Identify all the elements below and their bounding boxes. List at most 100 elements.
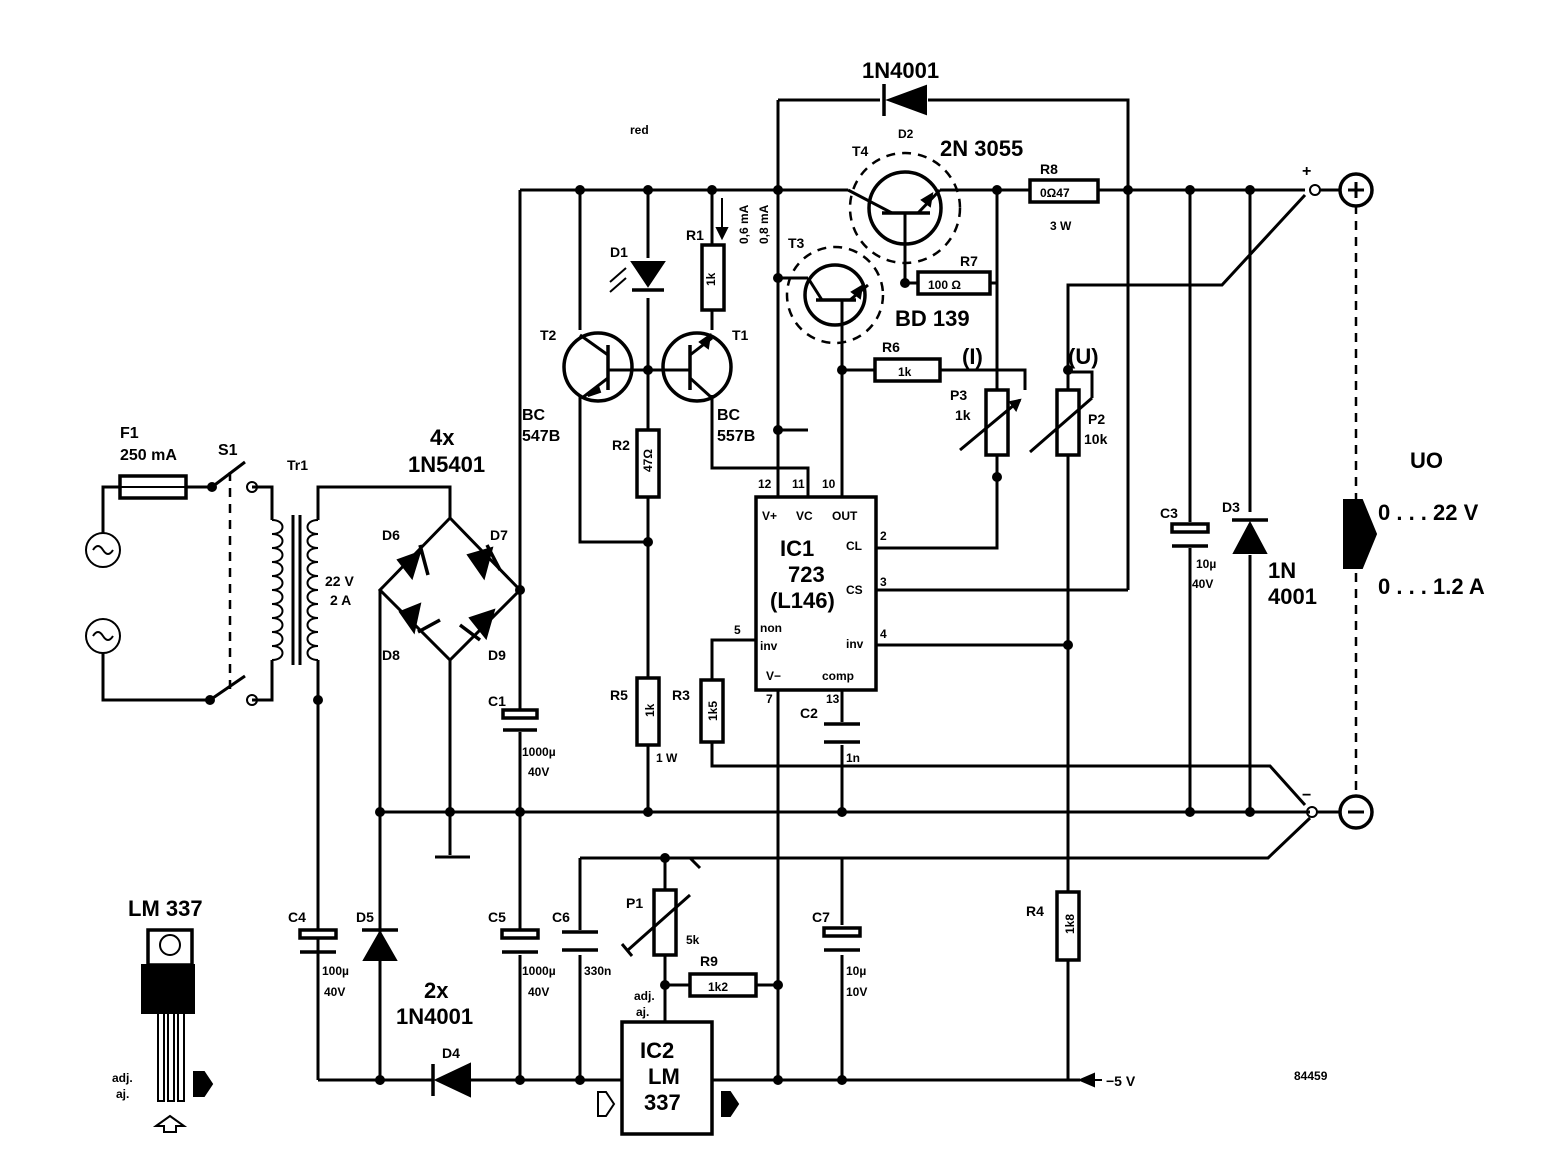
bridge-part: 1N5401	[408, 452, 485, 477]
d45-count: 2x	[424, 978, 449, 1003]
ic1-723	[754, 495, 878, 692]
r2-ref: R2	[612, 437, 630, 453]
current-note-b: 0,8 mA	[757, 204, 771, 244]
r1-ref: R1	[686, 227, 704, 243]
c1-ref: C1	[488, 693, 506, 709]
c2-value: 1n	[846, 751, 860, 765]
r7-ref: R7	[960, 253, 978, 269]
transistor-t4	[847, 151, 962, 265]
d1-ref: D1	[610, 244, 628, 260]
t2-part1: BC	[522, 407, 546, 424]
ic1-pin11: 11	[792, 477, 805, 491]
output-label: UO	[1410, 448, 1443, 473]
ic1-pin10: 10	[822, 477, 836, 491]
figure-number: 84459	[1294, 1069, 1328, 1083]
potentiometer-p2	[1029, 370, 1094, 457]
resistor-r9	[688, 972, 758, 998]
resistor-r3	[699, 678, 725, 744]
fuse-value: 250 mA	[120, 447, 177, 464]
wiring	[101, 98, 1358, 1082]
output-plus-terminal	[1309, 172, 1374, 208]
mains-source-top	[85, 532, 121, 568]
led-d1	[609, 261, 666, 293]
t1-part2: 557B	[717, 428, 755, 445]
p2-label: (U)	[1068, 344, 1099, 369]
ic1-comp: comp	[822, 669, 854, 683]
c2-ref: C2	[800, 705, 818, 721]
t4-ref: T4	[852, 143, 869, 159]
r8-ref: R8	[1040, 161, 1058, 177]
capacitor-c4	[298, 928, 338, 954]
r2-value: 47Ω	[641, 449, 655, 472]
t1-ref: T1	[732, 327, 749, 343]
ic2-part1: LM	[648, 1064, 680, 1089]
resistor-r1	[700, 243, 726, 312]
c6-ref: C6	[552, 909, 570, 925]
output-arrow-icon	[1343, 499, 1378, 569]
ic1-vc: VC	[796, 509, 813, 523]
r4-ref: R4	[1026, 903, 1044, 919]
r7-value: 100 Ω	[928, 278, 961, 292]
ic1-pin13: 13	[826, 692, 840, 706]
transistor-t1	[661, 331, 733, 403]
d9-label: D9	[488, 647, 506, 663]
t4-part: 2N 3055	[940, 136, 1023, 161]
package-adj2: aj.	[116, 1087, 129, 1101]
capacitor-c3	[1170, 522, 1210, 548]
ic2-adj1: adj.	[634, 989, 655, 1003]
c1-voltage: 40V	[528, 765, 549, 779]
c3-voltage: 40V	[1192, 577, 1213, 591]
ic1-pin3: 3	[880, 575, 887, 589]
minus-sign: −	[1302, 787, 1311, 804]
d3-part2: 4001	[1268, 584, 1317, 609]
c5-voltage: 40V	[528, 985, 549, 999]
p3-ref: P3	[950, 387, 967, 403]
transistor-t2	[562, 331, 634, 403]
diode-d3	[1232, 518, 1268, 554]
ic1-noninv2: inv	[760, 639, 778, 653]
r5-power: 1 W	[656, 751, 678, 765]
d7-label: D7	[490, 527, 508, 543]
capacitor-c6	[562, 930, 598, 952]
d3-part1: 1N	[1268, 558, 1296, 583]
capacitor-c2	[824, 722, 860, 744]
c5-ref: C5	[488, 909, 506, 925]
led-color: red	[630, 123, 649, 137]
ic1-pin5: 5	[734, 623, 741, 637]
t2-part2: 547B	[522, 428, 560, 445]
c4-value: 100µ	[322, 964, 349, 978]
r6-value: 1k	[898, 365, 912, 379]
ic1-inv: inv	[846, 637, 864, 651]
diode-d8	[398, 602, 441, 635]
ic1-part: 723	[788, 562, 825, 587]
potentiometer-p3	[959, 388, 1022, 457]
r4-value: 1k8	[1063, 914, 1077, 934]
r9-ref: R9	[700, 953, 718, 969]
r8-value: 0Ω47	[1040, 186, 1070, 200]
ic1-pin2: 2	[880, 529, 887, 543]
resistor-r5	[635, 676, 661, 747]
ic1-pin4: 4	[880, 627, 887, 641]
plus-sign: +	[1302, 163, 1311, 180]
switch-ref: S1	[218, 442, 238, 459]
ic1-cl: CL	[846, 539, 862, 553]
package-adj1: adj.	[112, 1071, 133, 1085]
ic1-vplus: V+	[762, 509, 777, 523]
r8-power: 3 W	[1050, 219, 1072, 233]
c3-ref: C3	[1160, 505, 1178, 521]
diode-d7	[466, 544, 502, 581]
c4-ref: C4	[288, 909, 306, 925]
neg-rail-arrow-icon	[1077, 1072, 1102, 1088]
ic1-noninv1: non	[760, 621, 782, 635]
r5-value: 1k	[643, 703, 657, 717]
r5-ref: R5	[610, 687, 628, 703]
transformer-voltage: 22 V	[325, 573, 354, 589]
junction-dots	[313, 185, 1255, 1085]
bridge-count: 4x	[430, 425, 455, 450]
t2-ref: T2	[540, 327, 557, 343]
d3-ref: D3	[1222, 499, 1240, 515]
d2-part: 1N4001	[862, 58, 939, 83]
fuse-f1	[118, 474, 188, 500]
r1-value: 1k	[704, 272, 718, 286]
ic1-alt: (L146)	[770, 588, 835, 613]
